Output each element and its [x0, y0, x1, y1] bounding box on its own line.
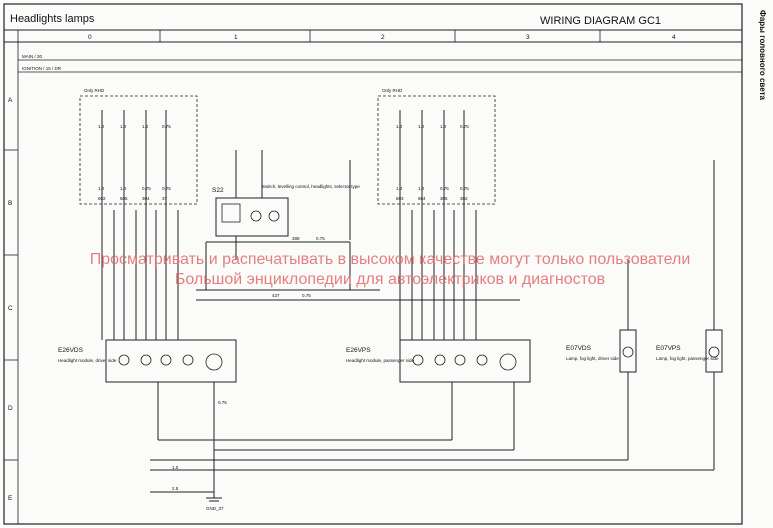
row-c-label: C [8, 305, 13, 312]
svg-text:1.0: 1.0 [418, 124, 425, 129]
e26vps-lamps [412, 353, 517, 371]
wire-075-label-2: 0.75 [302, 293, 311, 298]
ground-label: GND_37 [206, 506, 224, 511]
e07vds-lamp-box [619, 329, 637, 373]
wire-10-label: 1.0 [172, 465, 179, 470]
svg-text:603: 603 [396, 196, 404, 201]
row-d-label: D [8, 405, 13, 412]
e26vds-desc: Headlight module, driver side [58, 358, 117, 363]
column-1-label: 1 [234, 34, 238, 41]
wire-075-label-3: 0.75 [218, 400, 227, 405]
right-wire-sizes: 1.0 1.0 1.0 0.75 1.0 1.0 0.75 0.75 603 604 305 30… [396, 124, 469, 201]
svg-text:0.75: 0.75 [162, 124, 171, 129]
svg-text:1.0: 1.0 [120, 186, 127, 191]
e26vps-module [399, 339, 531, 383]
svg-text:604: 604 [418, 196, 426, 201]
column-3-label: 3 [526, 34, 530, 41]
column-0-label: 0 [88, 34, 92, 41]
svg-text:1.0: 1.0 [142, 124, 149, 129]
rhd-box-right-label: Only RHD [382, 88, 403, 93]
e26vds-module [105, 339, 237, 383]
column-4-label: 4 [672, 34, 676, 41]
s22-lamp-icon [250, 210, 262, 222]
diagram-code: WIRING DIAGRAM GC1 [540, 15, 661, 27]
svg-text:1.0: 1.0 [98, 186, 105, 191]
svg-text:0.75: 0.75 [162, 186, 171, 191]
s22-switch [215, 197, 289, 237]
row-b-label: B [8, 200, 12, 207]
svg-text:0.75: 0.75 [460, 186, 469, 191]
svg-text:1.0: 1.0 [440, 124, 447, 129]
svg-text:602: 602 [98, 196, 106, 201]
svg-text:1.0: 1.0 [396, 124, 403, 129]
e07vps-code: E07VPS [656, 345, 681, 352]
e26vds-code: E26VDS [58, 347, 84, 354]
rhd-box-left-label: Only RHD [84, 88, 105, 93]
svg-text:0.75: 0.75 [440, 186, 449, 191]
e07vds-code: E07VDS [566, 345, 592, 352]
svg-text:304: 304 [142, 196, 150, 201]
s22-code: S22 [212, 187, 224, 194]
e07vds-lamp-icon [622, 346, 634, 358]
svg-text:1.0: 1.0 [396, 186, 403, 191]
e07vps-lamp-box [705, 329, 723, 373]
svg-text:302: 302 [460, 196, 468, 201]
e26vps-code: E26VPS [346, 347, 371, 354]
e07vps-lamp-icon [708, 346, 720, 358]
main-rail-label: MAIN / 30 [22, 54, 43, 59]
e07vds-desc: Lamp, fog light, driver side [566, 356, 619, 361]
right-wire-group [399, 110, 477, 340]
e26vds-lamps [118, 353, 223, 371]
row-a-label: A [8, 97, 13, 104]
diagram-title: Headlights lamps [10, 13, 95, 25]
column-2-label: 2 [381, 34, 385, 41]
left-wire-group [101, 110, 179, 340]
ground-wiring [150, 382, 714, 502]
e26vps-desc: Headlight module, passenger side [346, 358, 415, 363]
signal-lines [196, 241, 520, 301]
wire-075-label: 0.75 [316, 236, 325, 241]
svg-text:0.75: 0.75 [142, 186, 151, 191]
side-label: Фары головного света [758, 10, 767, 100]
wire-388-label: 388 [292, 236, 300, 241]
s22-desc: Switch, levelling control, headlights, s… [262, 184, 360, 189]
s22-headlight-icon [221, 203, 241, 223]
rhd-box-left [79, 95, 198, 205]
svg-text:305: 305 [440, 196, 448, 201]
s22-lamp-icon [268, 210, 280, 222]
wire-437-label: 437 [272, 293, 280, 298]
row-e-label: E [8, 495, 13, 502]
left-wire-sizes: 1.0 1.0 1.0 0.75 1.0 1.0 0.75 0.75 602 605 304 37 [98, 124, 171, 201]
svg-text:1.0: 1.0 [418, 186, 425, 191]
svg-text:37: 37 [162, 196, 168, 201]
svg-text:1.0: 1.0 [98, 124, 105, 129]
wire-25-label: 2.5 [172, 486, 179, 491]
ignition-rail-label: IGNITION / 15 / DR [22, 66, 62, 71]
svg-text:605: 605 [120, 196, 128, 201]
svg-text:0.75: 0.75 [460, 124, 469, 129]
svg-text:1.0: 1.0 [120, 124, 127, 129]
diagram-frame [3, 3, 743, 525]
e07vps-desc: Lamp, fog light, passenger side [656, 356, 719, 361]
rhd-box-right [377, 95, 496, 205]
